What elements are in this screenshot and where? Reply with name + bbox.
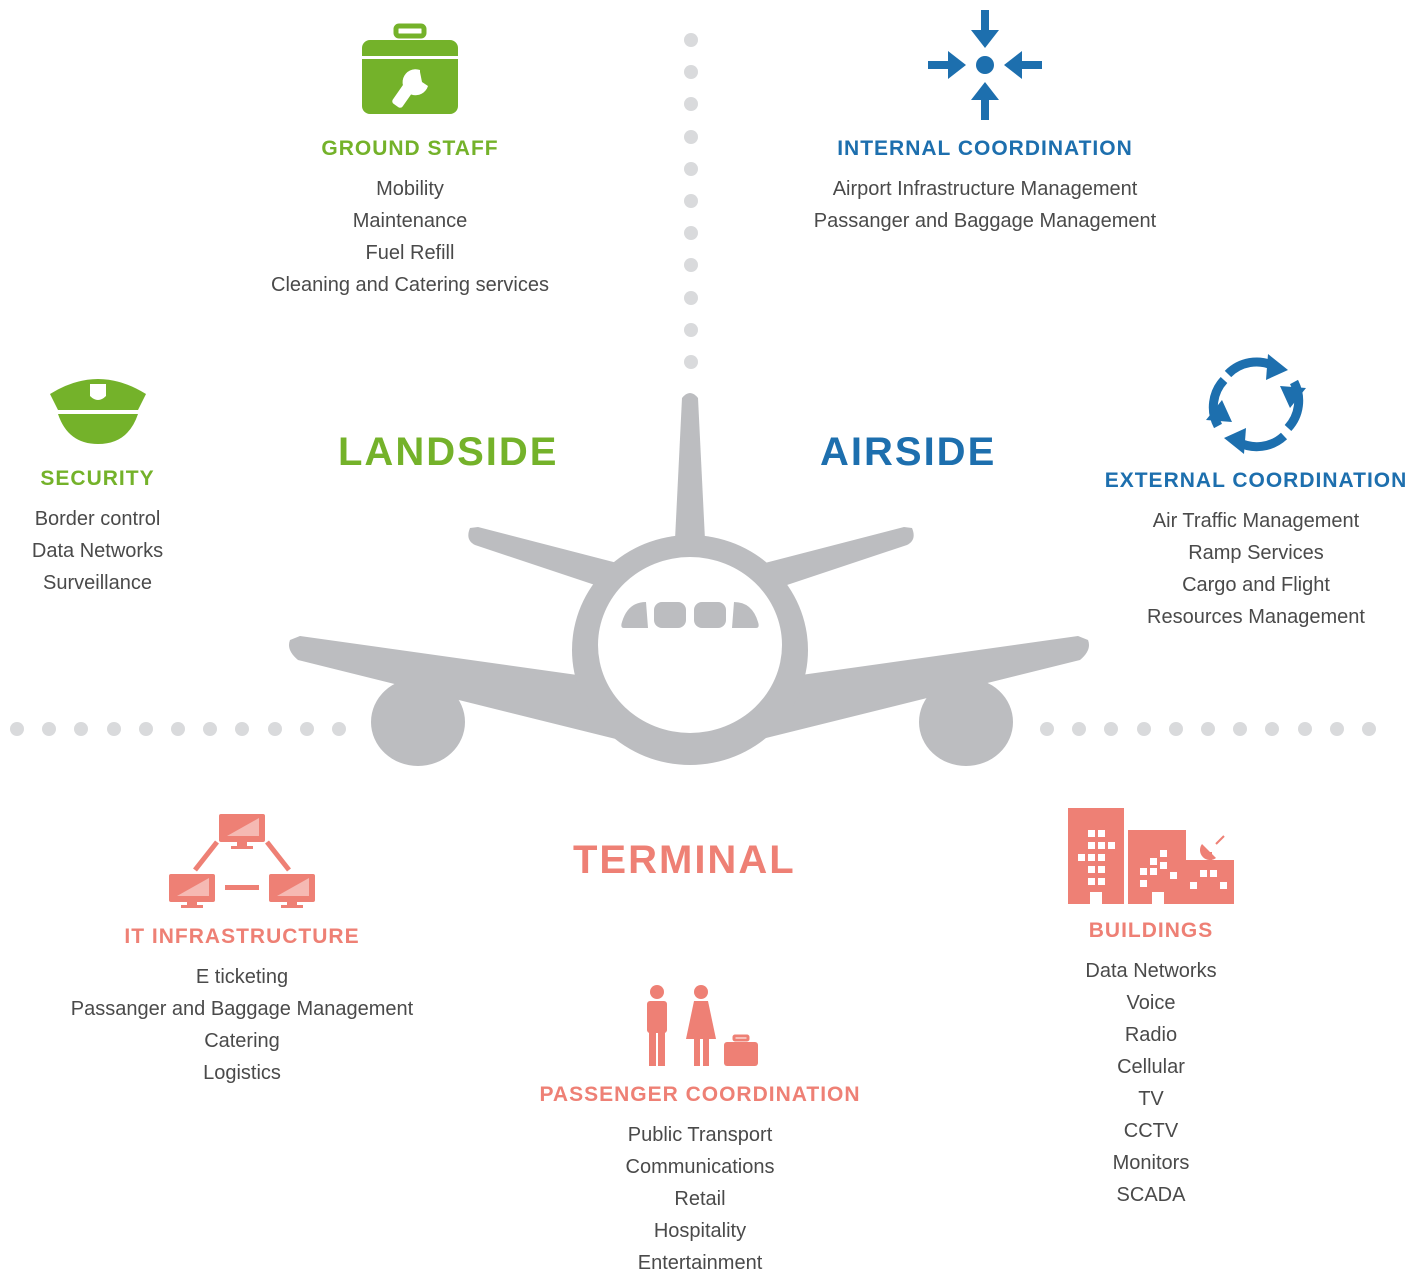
divider-dot [332,722,346,736]
divider-dot [106,722,121,736]
list-item: Surveillance [43,572,152,594]
divider-dot [299,722,314,736]
list-item: Fuel Refill [365,242,455,264]
police-cap-icon [49,379,146,444]
divider-dot [684,161,698,176]
divider-dot [203,722,218,736]
divider-dot [171,722,185,736]
passenger-coordination-group: PASSENGER COORDINATION Public Transport … [500,984,900,1279]
divider-dot [684,33,698,47]
divider-dot [1297,722,1312,736]
divider-dot [1362,722,1376,736]
divider-dot [684,355,698,369]
list-item: Cargo and Flight [1182,574,1330,596]
buildings-icon [1068,808,1234,904]
divider-dot [1136,722,1151,736]
external-coordination-title: EXTERNAL COORDINATION [1104,469,1408,492]
external-coordination-list: Air Traffic Management Ramp Services Car… [1100,505,1412,633]
list-item: Resources Management [1147,606,1365,628]
list-item: Monitors [1112,1152,1190,1174]
list-item: Airport Infrastructure Management [832,178,1138,200]
divider-dot [42,722,57,736]
divider-dot [10,722,24,736]
list-item: Mobility [376,178,444,200]
it-infrastructure-group: IT INFRASTRUCTURE E ticketing Passanger … [40,812,444,1089]
divider-dot [684,290,698,305]
list-item: Data Networks [31,540,164,562]
list-item: Catering [204,1030,280,1052]
divider-dot [1329,722,1344,736]
divider-dot [684,129,698,144]
list-item: Data Networks [1085,960,1217,982]
list-item: CCTV [1123,1120,1179,1142]
security-list: Border control Data Networks Surveillanc… [0,503,195,599]
external-coordination-group: EXTERNAL COORDINATION Air Traffic Manage… [1100,352,1412,633]
ground-staff-list: Mobility Maintenance Fuel Refill Cleanin… [210,173,610,301]
divider-dot [1265,722,1280,736]
divider-dot [684,97,698,112]
security-group: SECURITY Border control Data Networks Su… [0,370,195,599]
passenger-coordination-list: Public Transport Communications Retail H… [500,1119,900,1279]
buildings-title: BUILDINGS [1088,919,1214,942]
divider-dot [1104,722,1119,736]
divider-dot [684,322,698,337]
internal-coordination-list: Airport Infrastructure Management Passan… [775,173,1195,237]
list-item: Logistics [203,1062,281,1084]
security-title: SECURITY [40,467,155,490]
list-item: Communications [625,1156,775,1178]
ground-staff-group: GROUND STAFF Mobility Maintenance Fuel R… [210,22,610,301]
list-item: Public Transport [627,1124,773,1146]
circular-arrows-icon [1206,354,1306,454]
divider-dot [684,194,698,208]
list-item: Cellular [1117,1056,1185,1078]
divider-dot [1040,722,1054,736]
list-item: Maintenance [352,210,468,232]
ground-staff-title: GROUND STAFF [321,137,499,160]
internal-coordination-title: INTERNAL COORDINATION [837,137,1133,160]
divider-dot [74,722,89,736]
list-item: Hospitality [653,1220,747,1242]
divider-dot [138,722,153,736]
networked-computers-icon [169,814,315,908]
divider-dot [267,722,282,736]
passenger-coordination-title: PASSENGER COORDINATION [539,1083,861,1106]
terminal-label: TERMINAL [573,838,796,882]
converging-arrows-icon [928,10,1042,120]
list-item: Passanger and Baggage Management [813,210,1157,232]
list-item: Border control [34,508,161,530]
internal-coordination-group: INTERNAL COORDINATION Airport Infrastruc… [775,10,1195,237]
it-infrastructure-title: IT INFRASTRUCTURE [124,925,360,948]
list-item: Voice [1126,992,1176,1014]
list-item: Retail [674,1188,726,1210]
airplane-illustration [289,393,1089,766]
list-item: E ticketing [195,966,289,988]
divider-dot [235,722,250,736]
list-item: SCADA [1116,1184,1186,1206]
divider-dot [684,65,698,80]
list-item: Ramp Services [1188,542,1324,564]
passengers-luggage-icon [647,985,758,1066]
divider-dot [684,226,698,241]
list-item: Radio [1124,1024,1178,1046]
toolbox-wrench-icon [362,23,458,114]
list-item: Passanger and Baggage Management [70,998,414,1020]
it-infrastructure-list: E ticketing Passanger and Baggage Manage… [40,961,444,1089]
buildings-group: BUILDINGS Data Networks Voice Radio Cell… [1000,806,1302,1211]
divider-dot [684,258,698,273]
list-item: Entertainment [637,1252,763,1274]
list-item: Cleaning and Catering services [271,274,549,296]
divider-dot [1168,722,1183,736]
landside-label: LANDSIDE [338,430,559,474]
divider-dot [1201,722,1215,736]
buildings-list: Data Networks Voice Radio Cellular TV CC… [1000,955,1302,1211]
list-item: Air Traffic Management [1152,510,1360,532]
airside-label: AIRSIDE [820,430,997,474]
divider-dot [1233,722,1248,736]
list-item: TV [1138,1088,1164,1110]
divider-dot [1072,722,1087,736]
